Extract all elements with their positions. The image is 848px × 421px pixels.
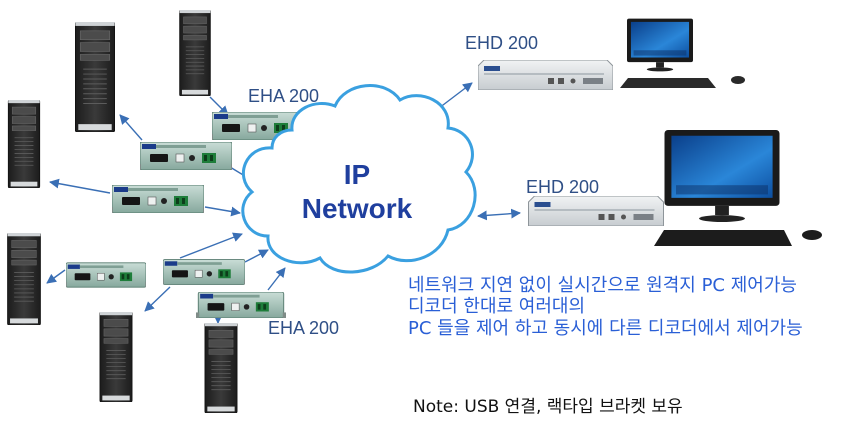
- eha-encoder-icon: [140, 142, 232, 170]
- arrow-eha6-cloud: [267, 267, 286, 291]
- monitor-icon: [627, 18, 693, 72]
- tower-pc-icon: [99, 312, 133, 402]
- mouse-icon: [731, 76, 745, 84]
- arrow-eha3-pc: [49, 178, 111, 194]
- label-ehd-top: EHD 200: [465, 33, 539, 53]
- tower-pc-icon: [179, 10, 211, 96]
- tower-pc-icon: [7, 233, 41, 325]
- eha-encoder-icon: [66, 262, 146, 288]
- label-eha-top: EHA 200: [248, 86, 320, 106]
- tower-pc-icon: [75, 22, 115, 132]
- arrow-eha4-cloud: [179, 232, 243, 259]
- tower-pc-icon: [204, 323, 238, 413]
- cloud-icon: [241, 84, 477, 274]
- arrow-eha3-cloud: [204, 206, 241, 217]
- arrow-eha2-pc: [119, 114, 143, 141]
- eha-encoder-icon: [196, 292, 286, 318]
- description-line-2: 디코더 한대로 여러대의: [408, 296, 586, 317]
- cloud-title-line1: IP: [343, 159, 371, 190]
- ehd-stations: [478, 18, 822, 246]
- ehd-decoder-icon: [478, 60, 613, 90]
- arrow-cloud-ehd-middle: [477, 208, 521, 221]
- keyboard-icon: [654, 230, 792, 246]
- eha-encoder-icon: [112, 185, 204, 213]
- eha-encoder-icon: [163, 259, 245, 285]
- arrow-eha5-cloud: [244, 249, 269, 263]
- description-line-3: PC 들을 제어 하고 동시에 다른 디코더에서 제어가능: [408, 318, 803, 339]
- mouse-icon: [802, 230, 822, 240]
- monitor-icon: [664, 130, 780, 222]
- arrow-eha4-pc: [46, 269, 66, 284]
- label-eha-bottom: EHA 200: [268, 318, 340, 338]
- cloud-title-line2: Network: [301, 193, 413, 224]
- arrow-eha5-pc: [144, 286, 171, 312]
- note-text: Note: USB 연결, 랙타입 브라켓 보유: [413, 397, 683, 417]
- label-ehd-middle: EHD 200: [526, 177, 600, 197]
- cloud-title: IP Network: [282, 158, 432, 226]
- ehd-decoder-icon: [528, 196, 664, 226]
- tower-pc-icon: [7, 100, 41, 188]
- keyboard-icon: [620, 78, 716, 88]
- description-line-1: 네트워크 지연 없이 실시간으로 원격지 PC 제어가능: [408, 275, 797, 296]
